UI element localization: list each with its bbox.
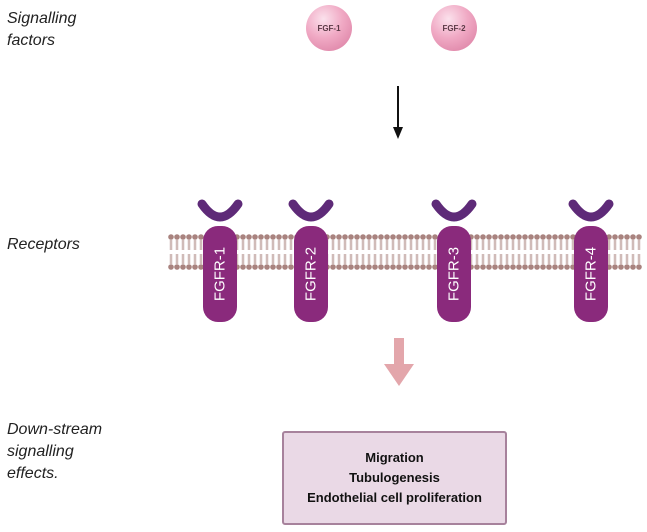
cell-membrane	[168, 234, 642, 270]
receptor-label: FGFR-2	[303, 247, 320, 301]
receptor-fgfr-2: FGFR-2	[288, 199, 334, 322]
downstream-effects-box: Migration Tubulogenesis Endothelial cell…	[282, 431, 507, 525]
receptor-fgfr-3: FGFR-3	[431, 199, 477, 322]
downstream-arrow	[384, 338, 414, 386]
receptor-fgfr-4: FGFR-4	[568, 199, 614, 322]
receptor-fgfr-1: FGFR-1	[197, 199, 243, 322]
receptor-body	[294, 226, 328, 322]
ligand-fgf-1: FGF-1	[306, 5, 352, 51]
effect-tubulogenesis: Tubulogenesis	[349, 470, 440, 485]
receptor-binding-cup	[568, 199, 614, 222]
receptor-label: FGFR-4	[583, 247, 600, 301]
receptors-label: Receptors	[7, 236, 80, 253]
ligand-fgf-2: FGF-2	[431, 5, 477, 51]
receptor-label: FGFR-3	[446, 247, 463, 301]
ligand-to-receptor-arrow	[393, 86, 403, 139]
receptor-binding-cup	[197, 199, 243, 222]
receptor-body	[203, 226, 237, 322]
effect-migration: Migration	[365, 450, 424, 465]
downstream-effects-label: Down-stream signalling effects.	[7, 421, 103, 482]
receptor-body	[437, 226, 471, 322]
receptor-binding-cup	[288, 199, 334, 222]
signalling-factors-label: Signalling factors	[7, 10, 77, 49]
receptor-label: FGFR-1	[212, 247, 229, 301]
receptor-binding-cup	[431, 199, 477, 222]
effect-endothelial-proliferation: Endothelial cell proliferation	[307, 490, 482, 505]
receptor-body	[574, 226, 608, 322]
